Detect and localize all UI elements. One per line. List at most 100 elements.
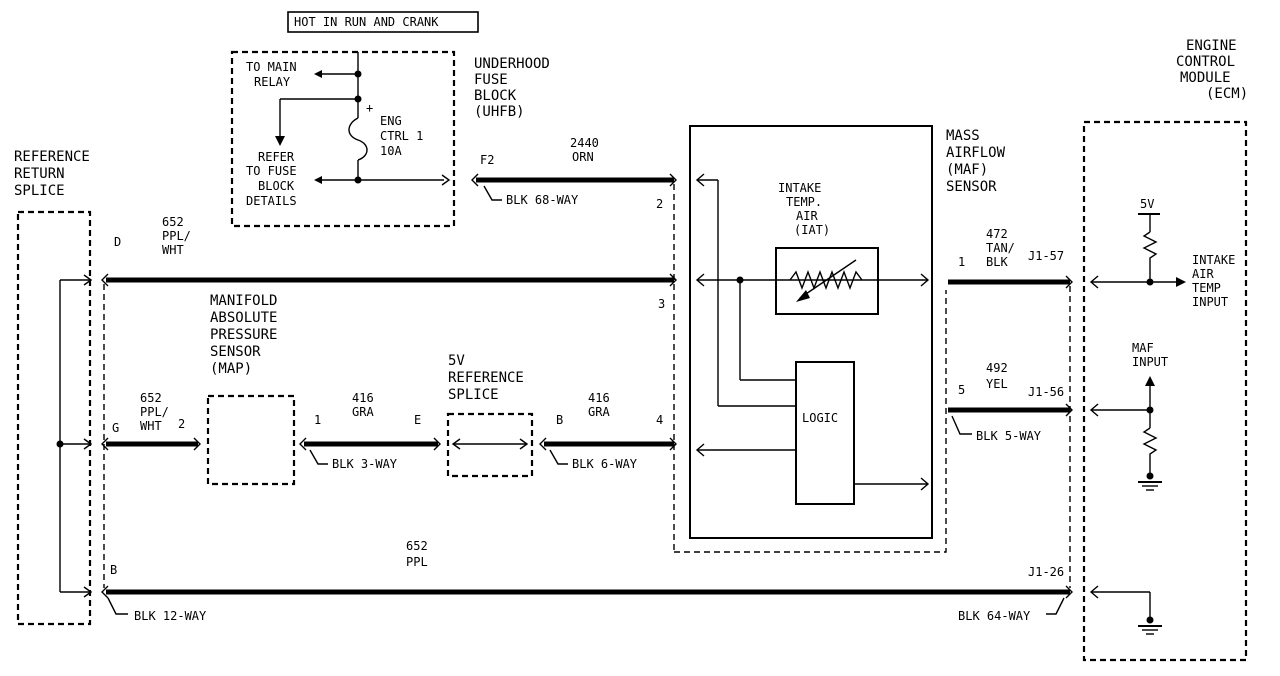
ecm: ENGINE CONTROL MODULE (ECM) 5V INTAKE AI…: [1082, 38, 1248, 662]
uhfb-label-2: FUSE: [474, 72, 508, 88]
ecm-5v-label: 5V: [1140, 197, 1154, 211]
ecm-label: ENGINE: [1186, 38, 1237, 54]
refer-label: REFER: [258, 150, 295, 164]
iat-label-4: (IAT): [794, 223, 830, 237]
reference-return-splice: REFERENCE RETURN SPLICE: [14, 149, 93, 626]
pin-f2: F2: [480, 153, 494, 167]
maf-label-3: (MAF): [946, 162, 988, 178]
ref-return-label-3: SPLICE: [14, 183, 65, 199]
hot-in-run-label: HOT IN RUN AND CRANK: [294, 15, 439, 29]
wire-416-b-number: 416: [588, 391, 610, 405]
maf-label: MASS: [946, 128, 980, 144]
connector-blk3: BLK 3-WAY: [332, 457, 398, 471]
wire-652-map: G 652 PPL/ WHT 2: [101, 391, 201, 451]
ground-icon-2: [1138, 625, 1162, 635]
iat-input-label-3: TEMP: [1192, 281, 1221, 295]
wire-652-map-color-1: PPL/: [140, 405, 169, 419]
connector-blk5: BLK 5-WAY: [976, 429, 1042, 443]
wire-416-a-color: GRA: [352, 405, 374, 419]
fuse-icon: [348, 117, 368, 161]
pin-2-map: 2: [178, 417, 185, 431]
uhfb-label-4: (UHFB): [474, 104, 525, 120]
iat-input-label-2: AIR: [1192, 267, 1214, 281]
wire-2440-number: 2440: [570, 136, 599, 150]
wire-652-map-color-2: WHT: [140, 419, 162, 433]
iat-input-label-4: INPUT: [1192, 295, 1228, 309]
to-main-relay-label-2: RELAY: [254, 75, 291, 89]
ecm-label-2: CONTROL: [1176, 54, 1235, 70]
ground-icon: [1138, 481, 1162, 491]
fuse-label-2: CTRL 1: [380, 129, 423, 143]
connector-blk64: BLK 64-WAY: [958, 609, 1031, 623]
iat-label-2: TEMP.: [786, 195, 822, 209]
map-label-2: ABSOLUTE: [210, 310, 277, 326]
to-main-relay-label: TO MAIN: [246, 60, 297, 74]
thermistor-icon: [789, 270, 863, 290]
ecm-label-3: MODULE: [1180, 70, 1231, 86]
map-label-5: (MAP): [210, 361, 252, 377]
wire-652-map-number: 652: [140, 391, 162, 405]
pin-3-maf: 3: [658, 297, 665, 311]
resistor-icon-2: [1142, 427, 1158, 476]
wire-492-number: 492: [986, 361, 1008, 375]
pin-4-maf: 4: [656, 413, 663, 427]
pin-j1-57: J1-57: [1028, 249, 1064, 263]
wire-492-color: YEL: [986, 377, 1008, 391]
maf-sensor: MASS AIRFLOW (MAF) SENSOR INTAKE TEMP. A…: [689, 125, 1006, 539]
svg-text:+: +: [366, 101, 373, 115]
map-label-4: SENSOR: [210, 344, 261, 360]
uhfb-label-3: BLOCK: [474, 88, 517, 104]
pin-e: E: [414, 413, 421, 427]
logic-box: [795, 361, 855, 505]
sv-splice-label: 5V: [448, 353, 465, 369]
arrow-up-icon: [1145, 376, 1155, 386]
refer-label-2: TO FUSE: [246, 164, 297, 178]
pin-1-map: 1: [314, 413, 321, 427]
iat-label-3: AIR: [796, 209, 818, 223]
wire-472: 1 472 TAN/ BLK J1-57: [948, 227, 1073, 289]
wire-472-color-2: BLK: [986, 255, 1008, 269]
maf-label-4: SENSOR: [946, 179, 997, 195]
uhfb-label: UNDERHOOD: [474, 56, 550, 72]
wire-472-color-1: TAN/: [986, 241, 1015, 255]
connector-blk12: BLK 12-WAY: [134, 609, 207, 623]
fuse-label-3: 10A: [380, 144, 402, 158]
fuse-block-dashed-box: [230, 50, 456, 228]
underhood-fuse-block: HOT IN RUN AND CRANK TO MAIN RELAY REFER…: [230, 11, 550, 228]
wire-2440: F2 2440 ORN BLK 68-WAY 2: [471, 136, 677, 211]
refer-label-4: DETAILS: [246, 194, 297, 208]
pin-5-maf: 5: [958, 383, 965, 397]
wire-652-bottom-color: PPL: [406, 555, 428, 569]
wire-472-number: 472: [986, 227, 1008, 241]
wire-492: 5 492 YEL J1-56 BLK 5-WAY: [948, 361, 1073, 443]
ref-return-label: REFERENCE: [14, 149, 90, 165]
wire-416-a-number: 416: [352, 391, 374, 405]
iat-input-label: INTAKE: [1192, 253, 1235, 267]
arrow-down-icon: [275, 136, 285, 146]
pin-j1-56: J1-56: [1028, 385, 1064, 399]
arrow-right-icon: [1176, 277, 1186, 287]
maf-label-2: AIRFLOW: [946, 145, 1006, 161]
wire-2440-color: ORN: [572, 150, 594, 164]
refer-label-3: BLOCK: [258, 179, 295, 193]
resistor-icon: [1142, 231, 1158, 280]
ref-return-label-2: RETURN: [14, 166, 65, 182]
wire-416-a: 1 E 416 GRA BLK 3-WAY: [299, 391, 441, 471]
hot-in-run-box: [287, 11, 479, 33]
map-label-3: PRESSURE: [210, 327, 277, 343]
pin-g: G: [112, 421, 119, 435]
fuse-label: ENG: [380, 114, 402, 128]
connector-blk6: BLK 6-WAY: [572, 457, 638, 471]
wire-652-bottom: B 652 PPL J1-26 BLK 12-WAY BLK 64-WAY: [101, 539, 1073, 623]
pin-2-maf: 2: [656, 197, 663, 211]
wire-416-b-color: GRA: [588, 405, 610, 419]
pin-b-12way: B: [110, 563, 117, 577]
ecm-label-4: (ECM): [1206, 86, 1248, 102]
pin-1-maf: 1: [958, 255, 965, 269]
sv-splice-label-2: REFERENCE: [448, 370, 524, 386]
pin-j1-26: J1-26: [1028, 565, 1064, 579]
maf-input-label-2: INPUT: [1132, 355, 1168, 369]
sv-splice-label-3: SPLICE: [448, 387, 499, 403]
map-label: MANIFOLD: [210, 293, 277, 309]
